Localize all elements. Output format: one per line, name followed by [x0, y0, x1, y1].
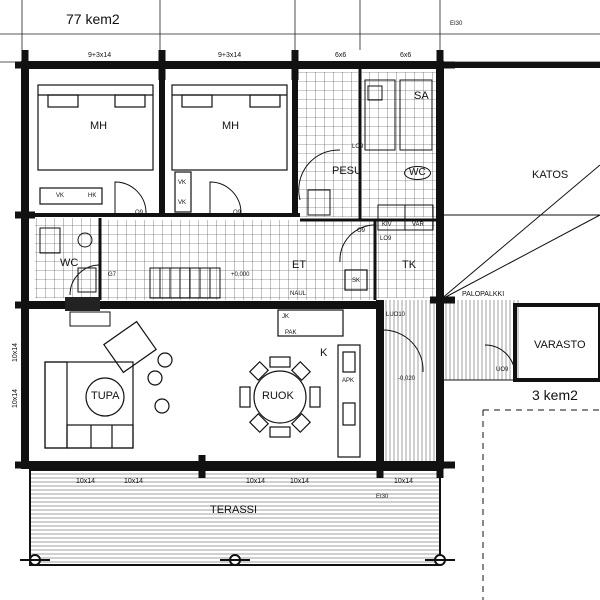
area-main: 77 kem2: [66, 11, 120, 27]
note-kiv: KIV: [382, 222, 392, 228]
dim-top-2: 9+3x14: [218, 52, 242, 59]
note-sk: SK: [352, 278, 361, 284]
note-level-b: -0,020: [398, 376, 416, 382]
doors: [69, 149, 516, 376]
dim-top-4: 6x6: [400, 52, 412, 59]
note-ei30-bottom: EI30: [376, 494, 389, 500]
note-vk-c: VK: [178, 200, 187, 206]
note-luo10: LUO10: [386, 312, 406, 318]
note-g7: G7: [108, 272, 117, 278]
walls: [21, 61, 444, 469]
note-o9-c: O9: [357, 228, 366, 234]
note-jk: JK: [282, 314, 290, 320]
room-label-et: ET: [292, 259, 307, 271]
beds: [37, 84, 288, 213]
area-store: 3 kem2: [532, 387, 578, 403]
dim-top-3: 6x6: [335, 52, 347, 59]
note-var: VAR: [412, 222, 424, 228]
note-uo9: UO9: [496, 367, 509, 373]
room-label-wc-top: WC: [404, 166, 431, 180]
room-label-tupa: TUPA: [91, 390, 120, 402]
room-label-terassi: TERASSI: [210, 504, 258, 516]
room-label-k: K: [320, 347, 328, 359]
room-label-mh-2: MH: [222, 120, 240, 132]
furniture: [44, 269, 368, 458]
note-apk: APK: [342, 378, 355, 384]
note-lo9-a: LO9: [352, 144, 364, 150]
dim-bottom-1: 10x14: [76, 478, 96, 485]
note-vk-a: VK: [56, 193, 65, 199]
note-hk: HK: [88, 193, 97, 199]
note-vk-b: VK: [178, 180, 187, 186]
note-level-a: +0,000: [231, 272, 250, 278]
note-ei30-top: EI30: [450, 21, 463, 27]
room-label-wc-left: WC: [60, 257, 79, 269]
dim-side-2: 10x14: [12, 388, 19, 408]
note-o9-b: O9: [233, 210, 242, 216]
terrace-posts: [20, 554, 455, 566]
dim-top-1: 9+3x14: [88, 52, 112, 59]
dim-side-1: 10x14: [12, 342, 19, 362]
note-lo9-b: LO9: [380, 236, 392, 242]
note-o9-a: O9: [135, 210, 144, 216]
room-label-mh-1: MH: [90, 120, 108, 132]
room-label-ruok: RUOK: [262, 390, 294, 402]
dim-bottom-5: 10x14: [394, 478, 414, 485]
note-naul: NAUL: [290, 291, 307, 297]
room-label-sa: SA: [414, 90, 429, 102]
room-label-pesu: PESU: [332, 165, 362, 177]
room-label-tk: TK: [402, 259, 417, 271]
canopy: [439, 62, 600, 382]
dim-bottom-2: 10x14: [124, 478, 144, 485]
note-palopalkki: PALOPALKKI: [462, 291, 505, 298]
dim-bottom-4: 10x14: [290, 478, 310, 485]
room-label-varasto: VARASTO: [534, 339, 586, 351]
room-label-katos: KATOS: [532, 169, 569, 181]
stairs: [149, 267, 221, 299]
dim-bottom-3: 10x14: [246, 478, 266, 485]
note-pak: PAK: [285, 330, 297, 336]
